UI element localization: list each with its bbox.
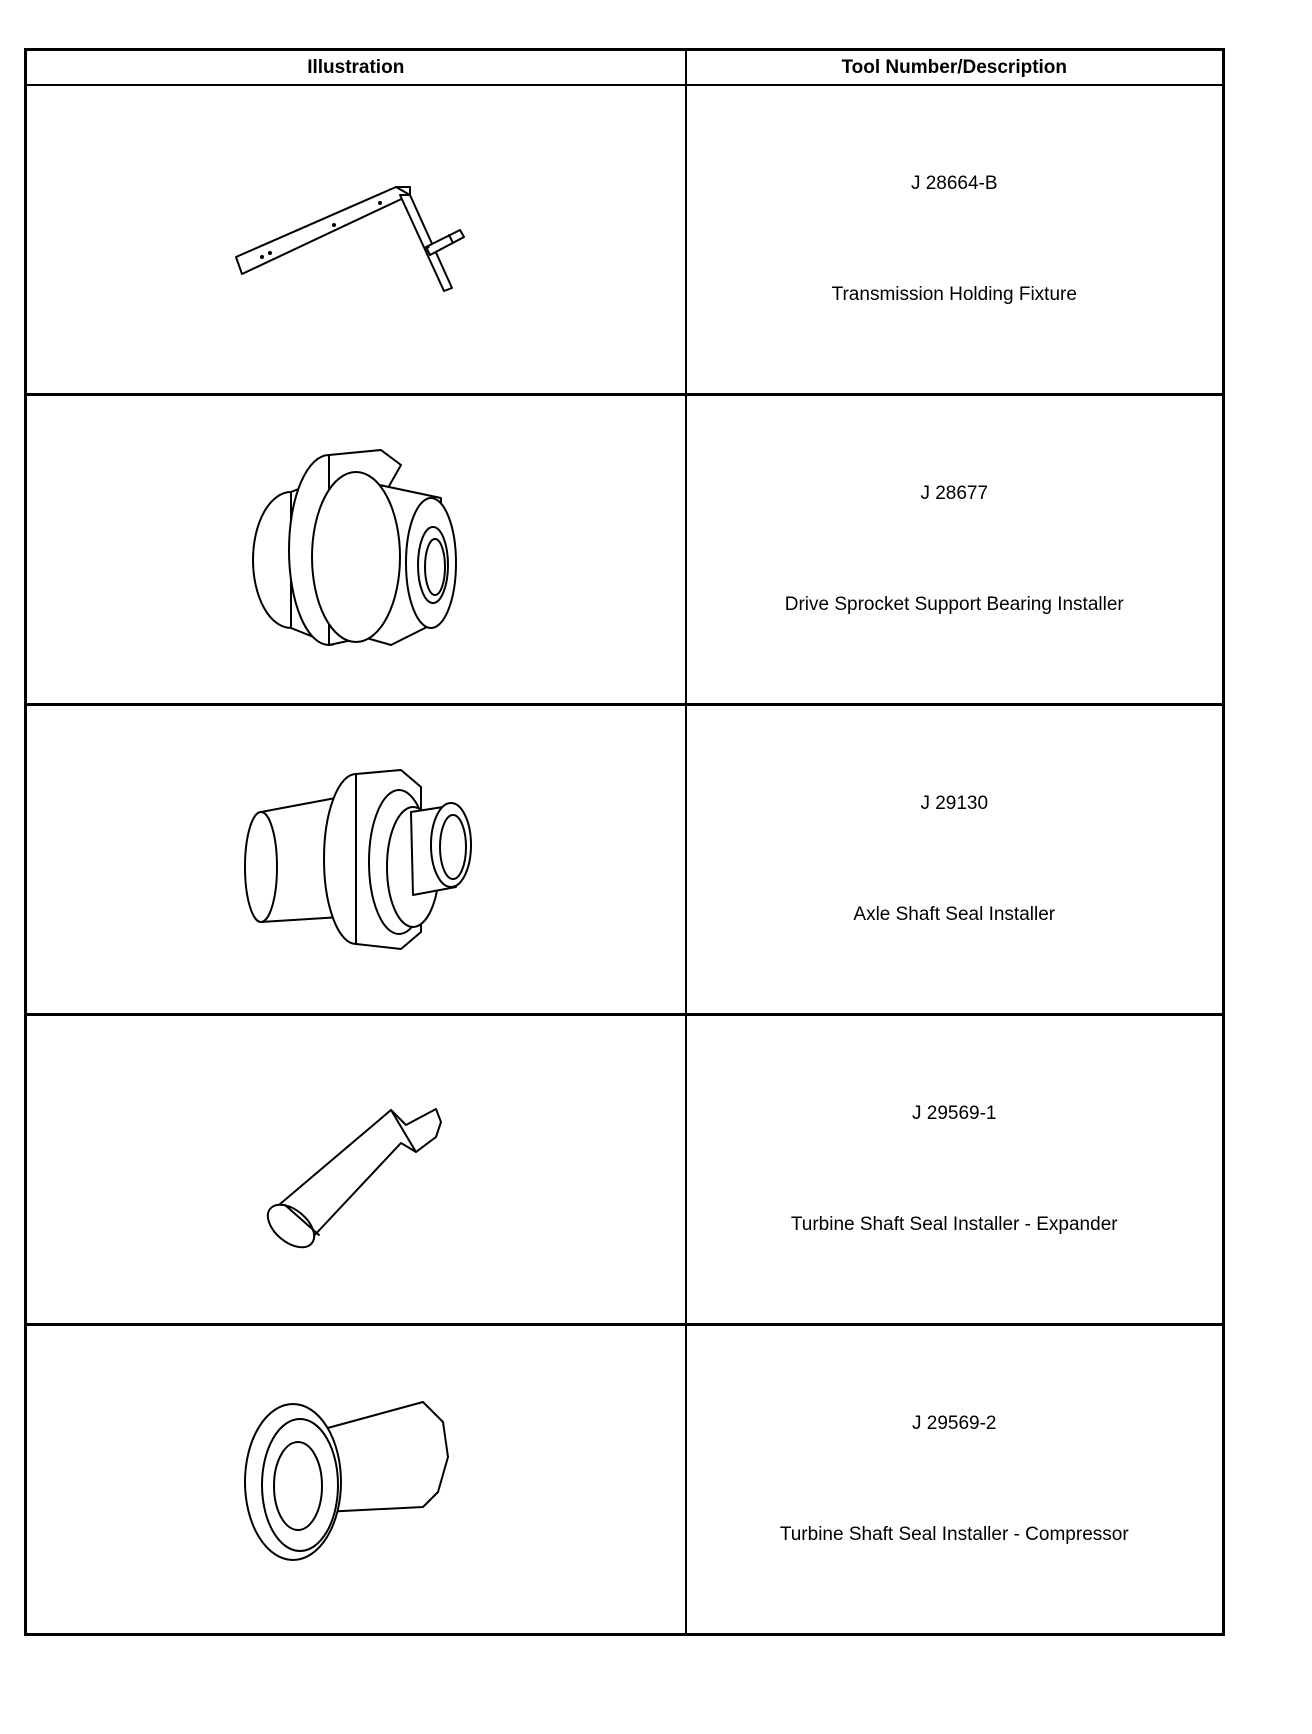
illustration-cell (24, 393, 687, 706)
tool-number: J 28664-B (910, 173, 998, 194)
bearing-installer-icon (251, 448, 457, 646)
description-cell: J 28664-B Transmission Holding Fixture (684, 84, 1225, 396)
seal-compressor-icon (244, 1401, 450, 1561)
tool-description: Turbine Shaft Seal Installer - Compresso… (779, 1524, 1129, 1545)
table-row: J 28677 Drive Sprocket Support Bearing I… (24, 393, 1225, 706)
description-cell: J 29569-2 Turbine Shaft Seal Installer -… (684, 1323, 1225, 1636)
table-row: J 29130 Axle Shaft Seal Installer (24, 703, 1225, 1016)
tool-header: Tool Number/Description (684, 48, 1225, 86)
tool-number: J 28677 (920, 483, 989, 504)
table-row: J 29569-2 Turbine Shaft Seal Installer -… (24, 1323, 1225, 1636)
special-tools-table: Illustration Tool Number/Description (24, 48, 1225, 1636)
axle-seal-installer-icon (243, 769, 472, 950)
table-row: J 29569-1 Turbine Shaft Seal Installer -… (24, 1013, 1225, 1326)
tool-description: Drive Sprocket Support Bearing Installer (784, 594, 1124, 615)
tool-description: Turbine Shaft Seal Installer - Expander (790, 1214, 1118, 1235)
tool-number: J 29130 (920, 793, 989, 814)
tool-number: J 29569-2 (911, 1413, 997, 1434)
description-cell: J 29130 Axle Shaft Seal Installer (684, 703, 1225, 1016)
illustration-cell (24, 1323, 687, 1636)
table-row: J 28664-B Transmission Holding Fixture (24, 84, 1225, 396)
seal-expander-icon (266, 1108, 442, 1249)
illustration-header: Illustration (24, 48, 687, 86)
tool-description: Axle Shaft Seal Installer (853, 904, 1056, 925)
illustration-cell (24, 84, 687, 396)
tool-description: Transmission Holding Fixture (831, 284, 1077, 305)
description-cell: J 28677 Drive Sprocket Support Bearing I… (684, 393, 1225, 706)
illustration-cell (24, 1013, 687, 1326)
holding-fixture-icon (234, 185, 465, 292)
tool-number: J 29569-1 (911, 1103, 997, 1124)
illustration-cell (24, 703, 687, 1016)
header-row: Illustration Tool Number/Description (24, 48, 1225, 86)
description-cell: J 29569-1 Turbine Shaft Seal Installer -… (684, 1013, 1225, 1326)
